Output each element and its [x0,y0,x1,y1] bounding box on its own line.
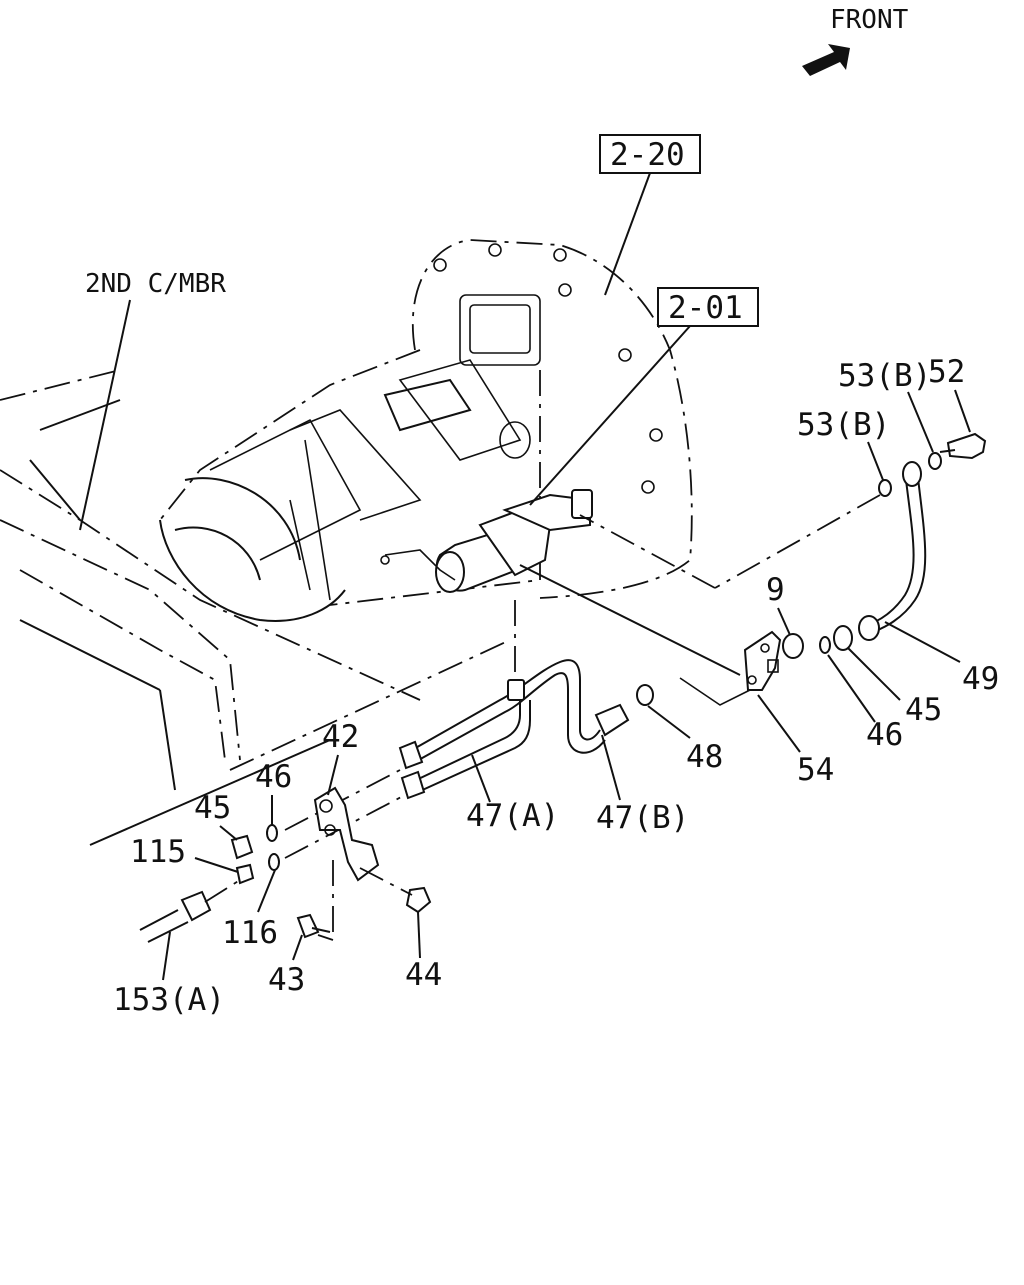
label-53b-mid: 53(B) [797,407,890,443]
label-45-right: 45 [905,692,942,728]
label-46-left: 46 [255,759,292,795]
label-9: 9 [766,572,785,608]
label-48: 48 [686,739,723,775]
label-47b: 47(B) [596,800,689,836]
second-crossmember-callout: 2ND C/MBR [79,269,226,531]
hose-49-assembly [579,432,987,641]
label-116: 116 [222,915,278,951]
label-52: 52 [928,354,965,390]
front-arrow-icon [802,44,850,76]
label-115: 115 [130,834,186,870]
bracket-42 [139,786,432,943]
label-49: 49 [962,661,999,697]
label-54: 54 [797,752,834,788]
label-44: 44 [405,957,442,993]
part-labels: 53(B) 52 53(B) 9 49 45 46 48 54 42 46 45… [113,354,999,1018]
reference-2-20: 2-20 [599,134,701,296]
label-42: 42 [322,719,359,755]
label-46-right: 46 [866,717,903,753]
front-indicator: FRONT [802,5,909,76]
chassis-frame [0,369,511,846]
ref-2-20-label: 2-20 [610,137,685,173]
label-153a: 153(A) [113,982,225,1018]
label-47a: 47(A) [466,798,559,834]
bracket-54 [519,564,853,706]
label-45-left: 45 [194,790,231,826]
ref-2-01-label: 2-01 [668,290,743,326]
transmission-assembly [159,239,693,622]
reference-2-01: 2-01 [529,287,759,506]
second-crossmember-label: 2ND C/MBR [85,269,226,299]
label-53b-top: 53(B) [838,358,931,394]
front-label: FRONT [830,5,909,35]
label-43: 43 [268,962,305,998]
slave-cylinder [380,489,593,593]
